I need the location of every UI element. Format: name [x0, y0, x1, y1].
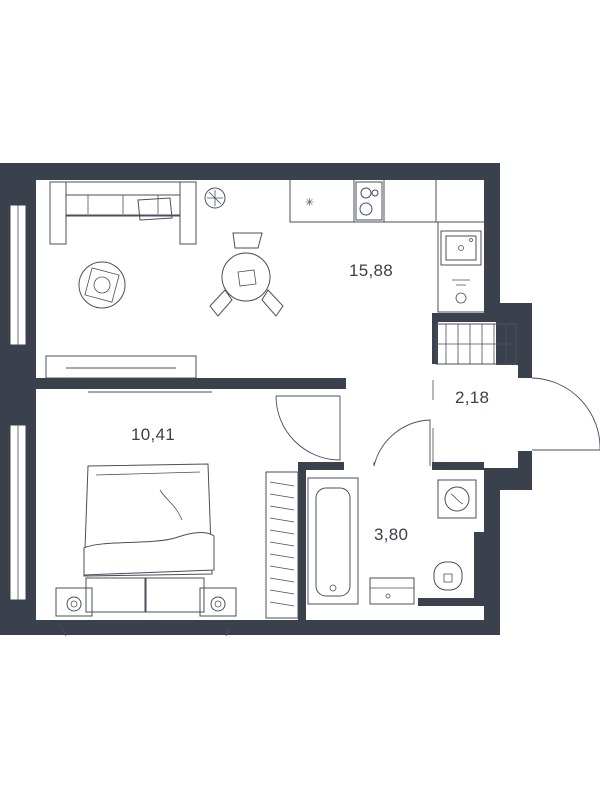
bathroom-wall-top-left	[298, 462, 344, 470]
bathroom-wall-top-right	[432, 462, 484, 470]
left-pier	[0, 345, 36, 425]
toilet-icon	[433, 561, 463, 591]
bathtub-icon	[307, 477, 359, 605]
walls	[0, 163, 532, 635]
stove-icon	[355, 181, 383, 221]
partition-hall-post	[432, 322, 438, 364]
svg-text:✳: ✳	[305, 196, 314, 209]
door-entrance	[531, 377, 600, 451]
doors	[275, 377, 600, 467]
bathroom-sink-icon	[369, 577, 415, 605]
hall-storage	[435, 323, 517, 365]
water-heater-icon	[452, 279, 470, 304]
door-bathroom	[373, 419, 431, 467]
bathroom-shaft	[474, 532, 484, 602]
sink-icon	[440, 230, 482, 266]
area-bathroom: 3,80	[374, 525, 408, 544]
dining-table-icon	[209, 232, 284, 317]
partition-living-bedroom	[36, 378, 346, 389]
rug-icon	[78, 261, 126, 309]
plant-icon	[204, 187, 226, 209]
door-bedroom	[275, 395, 341, 461]
sofa-icon	[49, 181, 197, 245]
nightstand-left	[55, 587, 93, 617]
nightstand-right	[199, 587, 237, 617]
kitchen-counter: ✳	[289, 180, 484, 313]
bathroom-ledge	[418, 598, 484, 606]
bed-icon	[83, 463, 215, 613]
area-living-kitchen: 15,88	[349, 261, 393, 280]
partition-hall-top	[432, 313, 484, 322]
bathroom-wall-left	[298, 462, 306, 620]
area-bedroom: 10,41	[131, 425, 175, 444]
area-hallway: 2,18	[455, 388, 489, 407]
washing-machine-icon	[437, 479, 477, 519]
wardrobe-icon	[265, 471, 299, 619]
tv-unit-icon	[45, 355, 212, 393]
windows	[9, 204, 231, 637]
